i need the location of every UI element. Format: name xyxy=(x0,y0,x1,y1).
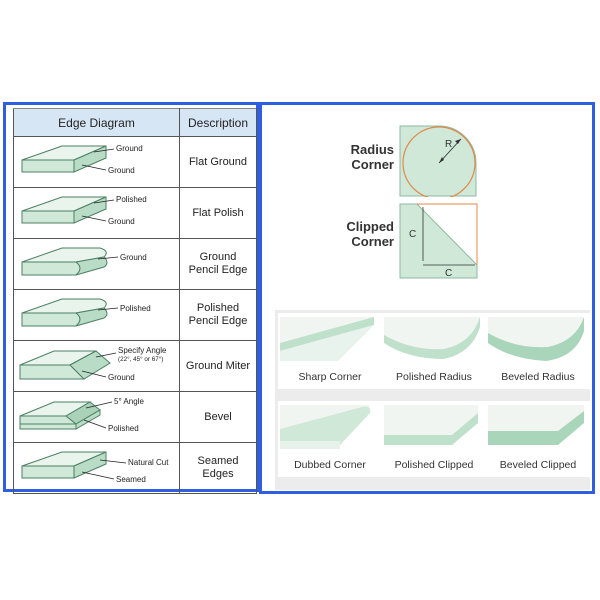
header-edge-diagram: Edge Diagram xyxy=(13,108,180,137)
edge-diagram-flat-ground: Ground Ground xyxy=(13,136,180,188)
style-label: Beveled Clipped xyxy=(499,459,577,471)
label-bottom: Ground xyxy=(108,166,135,175)
label-top: Polished xyxy=(120,304,151,313)
desc-ground-pencil: Ground Pencil Edge xyxy=(179,238,257,290)
label-bottom: Ground xyxy=(108,217,135,226)
clipped-letter-side: C xyxy=(409,229,416,240)
desc-flat-ground: Flat Ground xyxy=(179,136,257,188)
label-bottom: Polished xyxy=(108,424,139,433)
label-top: Ground xyxy=(120,253,147,262)
desc-seamed: Seamed Edges xyxy=(179,442,257,494)
desc-polished-pencil: Polished Pencil Edge xyxy=(179,289,257,341)
label-top: Specify Angle xyxy=(118,346,167,355)
style-beveled-clipped: Beveled Clipped xyxy=(486,401,590,477)
desc-bevel: Bevel xyxy=(179,391,257,443)
style-label: Sharp Corner xyxy=(298,371,362,383)
style-dubbed-corner: Dubbed Corner xyxy=(278,401,382,477)
clipped-letter-bottom: C xyxy=(445,268,452,279)
radius-corner-diagram: R xyxy=(399,125,477,200)
radius-letter: R xyxy=(445,139,452,150)
edge-diagram-ground-pencil: Ground xyxy=(13,238,180,290)
table-row: Polished Polished Pencil Edge xyxy=(13,289,257,341)
table-header-row: Edge Diagram Description xyxy=(13,108,257,137)
table-row: Polished Ground Flat Polish xyxy=(13,187,257,239)
edge-table: Edge Diagram Description Ground Ground F… xyxy=(13,108,257,494)
desc-ground-miter: Ground Miter xyxy=(179,340,257,392)
table-row: Ground Ground Pencil Edge xyxy=(13,238,257,290)
table-row: 5° Angle Polished Bevel xyxy=(13,391,257,443)
style-label: Polished Clipped xyxy=(394,459,474,471)
style-polished-radius: Polished Radius xyxy=(382,313,486,389)
desc-flat-polish: Flat Polish xyxy=(179,187,257,239)
style-label: Dubbed Corner xyxy=(294,459,366,471)
label-top: 5° Angle xyxy=(114,397,144,406)
label-top: Ground xyxy=(116,144,143,153)
table-row: Specify Angle (22°, 45° or 67°) Ground G… xyxy=(13,340,257,392)
header-description: Description xyxy=(179,108,257,137)
style-label: Polished Radius xyxy=(396,371,472,383)
table-row: Natural Cut Seamed Seamed Edges xyxy=(13,442,257,494)
label-top: Polished xyxy=(116,195,147,204)
label-bottom: Seamed xyxy=(116,475,146,484)
style-beveled-radius: Beveled Radius xyxy=(486,313,590,389)
edge-diagram-bevel: 5° Angle Polished xyxy=(13,391,180,443)
clipped-corner-diagram: C C xyxy=(399,203,479,279)
edge-diagram-seamed: Natural Cut Seamed xyxy=(13,442,180,494)
table-row: Ground Ground Flat Ground xyxy=(13,136,257,188)
edge-diagram-ground-miter: Specify Angle (22°, 45° or 67°) Ground xyxy=(13,340,180,392)
edge-diagram-flat-polish: Polished Ground xyxy=(13,187,180,239)
label-sub: (22°, 45° or 67°) xyxy=(118,355,163,363)
edge-table-panel: Edge Diagram Description Ground Ground F… xyxy=(3,102,259,494)
style-polished-clipped: Polished Clipped xyxy=(382,401,486,477)
label-top: Natural Cut xyxy=(128,458,169,467)
label-bottom: Ground xyxy=(108,373,135,382)
style-label: Beveled Radius xyxy=(501,371,575,383)
edge-diagram-polished-pencil: Polished xyxy=(13,289,180,341)
style-sharp-corner: Sharp Corner xyxy=(278,313,382,389)
